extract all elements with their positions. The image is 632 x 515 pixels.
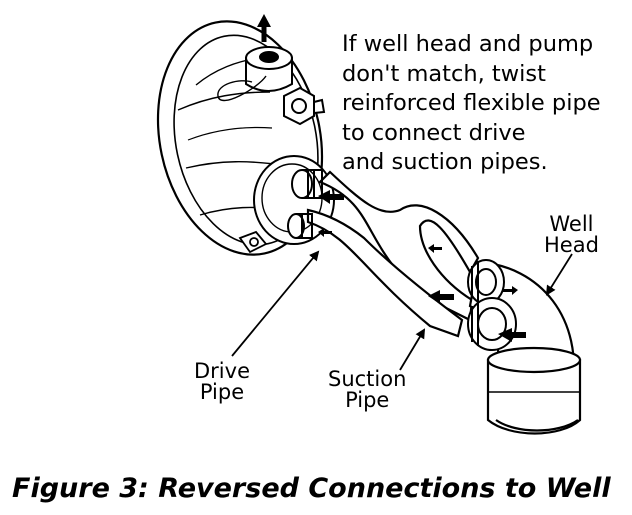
- suction-pipe-label-line: Pipe: [345, 388, 390, 412]
- drive-pipe-label: Drive Pipe: [194, 361, 250, 403]
- suction-pipe-label-line: Suction: [328, 367, 407, 391]
- well-head-leader: [545, 253, 573, 296]
- well-head-label: Well Head: [544, 214, 599, 256]
- flow-arrow-icon: [502, 286, 518, 295]
- pump-housing-rim: [156, 20, 324, 256]
- well-head-label-line: Head: [544, 233, 599, 257]
- flow-arrow-icon: [318, 190, 344, 204]
- well-head-label-line: Well: [549, 212, 594, 236]
- flow-arrow-icon: [318, 228, 332, 237]
- flow-arrow-icon: [428, 244, 442, 253]
- flow-arrow-icon: [498, 328, 526, 342]
- note-line: If well head and pump: [342, 31, 594, 57]
- top-boss: [245, 46, 293, 92]
- suction-pipe-leader: [399, 328, 426, 371]
- suction-coupling-hub: [291, 169, 323, 199]
- housing-nut: [283, 86, 326, 126]
- drive-pipe-label-line: Drive: [194, 359, 250, 383]
- note-line: to connect drive: [342, 119, 526, 146]
- up-arrow-icon: [257, 14, 271, 42]
- note-line: don't match, twist: [342, 60, 546, 87]
- flow-arrow-icon: [428, 290, 454, 304]
- note-line: and suction pipes.: [342, 149, 548, 175]
- side-wire: [217, 75, 267, 102]
- note-line: reinforced flexible pipe: [342, 90, 601, 116]
- housing-clamp: [238, 230, 268, 254]
- suction-pipe-label: Suction Pipe: [328, 369, 406, 411]
- well-head-fitting-upper: [467, 259, 505, 305]
- drive-coupling-hub: [287, 213, 313, 239]
- drive-pipe-label-line: Pipe: [199, 380, 245, 404]
- drive-pipe-leader: [231, 250, 320, 357]
- well-head-fitting-lower: [467, 297, 517, 351]
- pump-housing-rim-inner: [173, 34, 319, 246]
- suction-pipe-body: [318, 170, 480, 322]
- figure-caption: Figure 3: Reversed Connections to Well: [12, 473, 611, 504]
- instruction-note: If well head and pump don't match, twist…: [342, 30, 601, 178]
